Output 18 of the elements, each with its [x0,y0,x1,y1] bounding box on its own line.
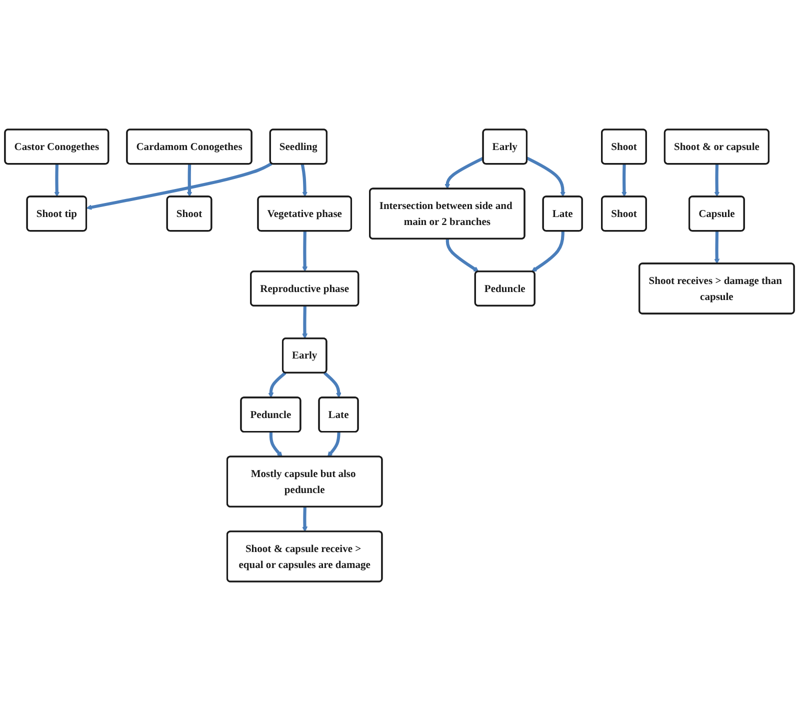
arrow [446,238,479,272]
arrow [302,506,308,532]
arrow [86,162,272,210]
arrow [54,164,60,198]
arrow [327,432,340,458]
arrow [186,164,192,198]
arrow [300,164,308,198]
arrow [622,164,627,198]
arrow [302,306,308,339]
arrow [302,231,308,272]
arrow [531,231,564,272]
arrow [714,164,720,198]
arrow [323,372,342,398]
arrow [268,372,286,398]
arrow [444,156,484,190]
arrow [526,156,566,198]
arrow [714,231,720,264]
arrow [269,432,282,458]
